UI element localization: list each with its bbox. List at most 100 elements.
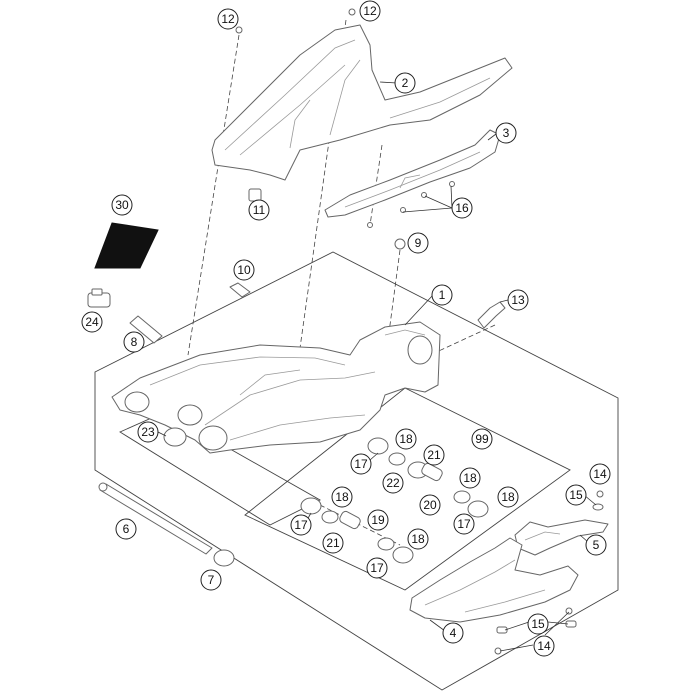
callout-14-upper: 14 (589, 463, 611, 485)
svg-text:10: 10 (237, 263, 251, 277)
callout-2: 2 (394, 72, 416, 94)
callout-5: 5 (585, 534, 607, 556)
callout-21-b: 21 (322, 532, 344, 554)
svg-text:20: 20 (423, 498, 437, 512)
svg-text:19: 19 (371, 513, 385, 527)
svg-text:1: 1 (439, 288, 446, 302)
svg-text:21: 21 (427, 448, 441, 462)
svg-text:3: 3 (503, 126, 510, 140)
leader-15-lower-a (504, 621, 530, 631)
leader-4 (429, 619, 446, 632)
bearing-kit-parts (300, 437, 489, 564)
svg-text:18: 18 (411, 532, 425, 546)
leader-16b (424, 195, 453, 209)
decal-part (94, 222, 159, 269)
chain-slider-bracket-part-5 (514, 519, 609, 556)
callout-30: 30 (111, 194, 133, 216)
bolt-part-13 (477, 301, 506, 329)
callout-18-d: 18 (407, 528, 429, 550)
leader-16c (450, 185, 453, 209)
screw-part-12a (235, 26, 243, 34)
screw-part-14-upper (596, 490, 604, 498)
axle-part-6 (98, 482, 213, 555)
callout-15-upper: 15 (565, 484, 587, 506)
leader-1 (404, 294, 434, 326)
assembly-line-center (299, 19, 347, 349)
leader-14-lower-b (544, 611, 570, 636)
svg-text:17: 17 (370, 561, 384, 575)
callout-8: 8 (123, 331, 145, 353)
callout-18-e: 18 (459, 467, 481, 489)
svg-text:17: 17 (354, 457, 368, 471)
svg-text:12: 12 (363, 4, 377, 18)
assembly-line-rear (429, 324, 496, 356)
swingarm-group-frame (94, 251, 619, 691)
callout-1: 1 (431, 284, 453, 306)
callout-6: 6 (115, 518, 137, 540)
svg-text:15: 15 (531, 617, 545, 631)
callout-17-c: 17 (366, 557, 388, 579)
leader-2 (379, 81, 398, 84)
callout-16: 16 (451, 197, 473, 219)
svg-text:30: 30 (115, 198, 129, 212)
callout-22-a: 22 (382, 472, 404, 494)
svg-text:16: 16 (455, 201, 469, 215)
mudguard-part (211, 24, 513, 181)
sensor-part-24 (87, 288, 111, 308)
svg-text:18: 18 (463, 471, 477, 485)
svg-text:11: 11 (253, 203, 266, 217)
svg-text:9: 9 (415, 236, 422, 250)
callout-7: 7 (200, 569, 222, 591)
svg-text:17: 17 (294, 518, 308, 532)
svg-text:23: 23 (141, 425, 155, 439)
callout-10: 10 (233, 259, 255, 281)
leader-14-lower-a (499, 644, 534, 652)
svg-text:99: 99 (475, 432, 489, 446)
washer-part-15-upper (592, 503, 604, 511)
svg-text:17: 17 (457, 517, 471, 531)
callout-12-left: 12 (217, 8, 239, 30)
callout-17-b: 17 (290, 514, 312, 536)
callout-9: 9 (407, 232, 429, 254)
hardware-part-14-15-lower (494, 607, 577, 655)
screw-part-12b (348, 8, 356, 16)
bushing-part-23 (163, 404, 203, 447)
leader-17-a (369, 452, 379, 461)
nut-part-7 (213, 549, 235, 567)
svg-text:8: 8 (131, 335, 138, 349)
callout-21-a: 21 (423, 444, 445, 466)
callout-3: 3 (495, 122, 517, 144)
bolt-part-10 (229, 282, 251, 298)
leader-13 (499, 299, 509, 303)
callout-13: 13 (507, 289, 529, 311)
callout-24: 24 (81, 311, 103, 333)
svg-text:12: 12 (221, 12, 235, 26)
leader-3 (487, 133, 497, 141)
callout-19: 19 (367, 509, 389, 531)
assembly-line-pivot (387, 249, 401, 341)
leader-16a (402, 207, 453, 213)
svg-text:6: 6 (123, 522, 130, 536)
sleeve-part-11 (248, 188, 262, 202)
svg-text:13: 13 (511, 293, 525, 307)
svg-text:21: 21 (326, 536, 340, 550)
svg-text:7: 7 (208, 573, 215, 587)
callout-15-lower: 15 (527, 613, 549, 635)
callout-17-a: 17 (350, 453, 372, 475)
callout-17-d: 17 (453, 513, 475, 535)
svg-text:4: 4 (450, 626, 457, 640)
svg-text:18: 18 (335, 490, 349, 504)
callout-12-center: 12 (359, 0, 381, 22)
svg-text:18: 18 (501, 490, 515, 504)
leader-23 (157, 431, 167, 437)
chain-slider-part-4 (409, 537, 579, 623)
callout-20: 20 (419, 494, 441, 516)
svg-text:18: 18 (399, 432, 413, 446)
svg-text:24: 24 (85, 315, 99, 329)
callout-18-c: 18 (497, 486, 519, 508)
callout-14-lower: 14 (533, 635, 555, 657)
nut-part-9 (394, 238, 406, 250)
callout-18-b: 18 (331, 486, 353, 508)
svg-text:15: 15 (569, 488, 583, 502)
